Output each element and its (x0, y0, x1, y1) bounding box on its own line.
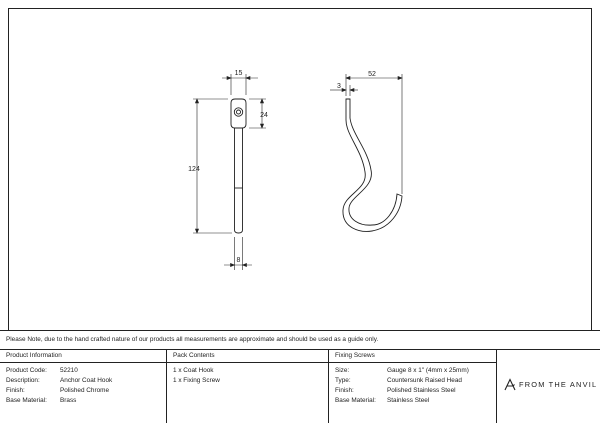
fixing-screw-row: Type: Countersunk Raised Head (329, 376, 496, 386)
dim-front-head: 24 (260, 112, 268, 119)
pack-item: 1 x Fixing Screw (167, 376, 328, 386)
drawing-area: 15 24 124 8 52 3 (8, 8, 592, 330)
dim-front-shank: 8 (237, 257, 241, 264)
side-dimension-lines (330, 74, 403, 194)
front-view (230, 98, 247, 234)
front-screw-hole-inner (236, 109, 241, 115)
row-value: Countersunk Raised Head (387, 377, 462, 384)
row-value: Polished Stainless Steel (387, 387, 456, 394)
pack-item-text: 1 x Coat Hook (173, 367, 214, 374)
front-hook-shank (234, 128, 243, 234)
fixing-screw-row: Base Material: Stainless Steel (329, 396, 496, 406)
front-screw-hole (233, 107, 244, 117)
product-info-row: Base Material: Brass (0, 396, 166, 406)
dim-front-width: 15 (235, 70, 243, 77)
front-dimension-lines (193, 74, 266, 270)
row-label: Type: (335, 377, 351, 384)
brand-block: FROM THE ANVIL (496, 350, 600, 423)
row-value: Stainless Steel (387, 397, 430, 404)
row-value: 52210 (60, 367, 78, 374)
row-label: Product Code: (6, 367, 47, 374)
row-value: Gauge 8 x 1" (4mm x 25mm) (387, 367, 469, 374)
dim-front-length: 124 (188, 166, 200, 173)
anvil-logo-icon (504, 378, 516, 391)
info-table: Product Information Product Code: 52210 … (0, 349, 600, 423)
row-value: Brass (60, 397, 77, 404)
product-information-section: Product Information Product Code: 52210 … (0, 350, 166, 423)
row-label: Base Material: (335, 397, 376, 404)
fixing-screw-row: Size: Gauge 8 x 1" (4mm x 25mm) (329, 366, 496, 376)
pack-item-text: 1 x Fixing Screw (173, 377, 220, 384)
row-value: Anchor Coat Hook (60, 377, 113, 384)
pack-contents-section: Pack Contents 1 x Coat Hook 1 x Fixing S… (166, 350, 328, 423)
dim-side-width: 52 (368, 71, 376, 78)
product-information-heading: Product Information (0, 350, 166, 363)
pack-contents-heading: Pack Contents (167, 350, 328, 363)
row-label: Finish: (6, 387, 25, 394)
dim-side-tip: 3 (337, 83, 341, 90)
product-info-row: Description: Anchor Coat Hook (0, 376, 166, 386)
pack-item: 1 x Coat Hook (167, 366, 328, 376)
side-hook-profile (342, 98, 403, 232)
sheet-border (8, 8, 592, 330)
product-info-row: Product Code: 52210 (0, 366, 166, 376)
product-info-row: Finish: Polished Chrome (0, 386, 166, 396)
disclaimer-note: Please Note, due to the hand crafted nat… (0, 330, 600, 349)
brand-name: FROM THE ANVIL (519, 380, 598, 389)
fixing-screws-section: Fixing Screws Size: Gauge 8 x 1" (4mm x … (328, 350, 496, 423)
row-label: Description: (6, 377, 40, 384)
row-value: Polished Chrome (60, 387, 110, 394)
row-label: Base Material: (6, 397, 47, 404)
front-hook-head (230, 98, 247, 129)
row-label: Finish: (335, 387, 354, 394)
fixing-screws-heading: Fixing Screws (329, 350, 496, 363)
fixing-screw-row: Finish: Polished Stainless Steel (329, 386, 496, 396)
side-view (342, 98, 403, 232)
row-label: Size: (335, 367, 350, 374)
